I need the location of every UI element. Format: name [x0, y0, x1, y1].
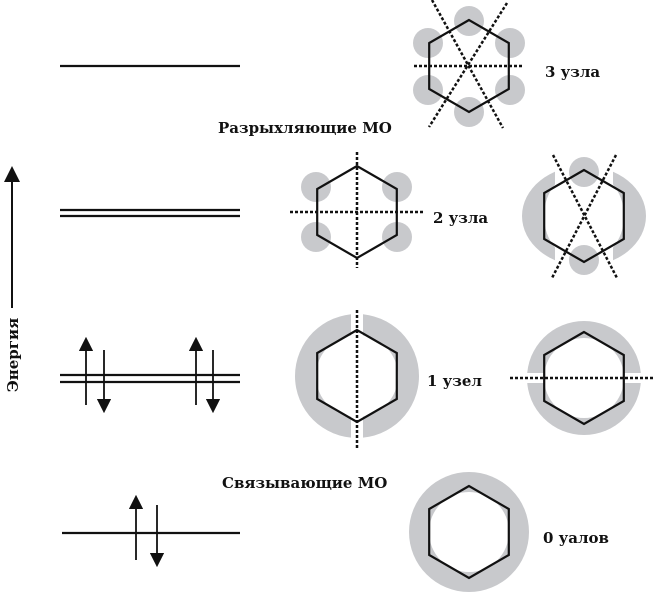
nodal-plane — [551, 154, 619, 279]
orbital-lobe — [495, 75, 525, 105]
nodal-plane — [427, 2, 509, 128]
nodal-plane — [550, 154, 618, 279]
orbital-lobe — [301, 172, 331, 202]
nodes-label-1: 1 узел — [427, 372, 482, 390]
bonding-label: Связывающие МО — [222, 474, 387, 492]
orbital-lobe — [569, 245, 599, 275]
orbital-lobe — [569, 157, 599, 187]
orbital-lobe — [382, 222, 412, 252]
orbital-lobe — [413, 75, 443, 105]
energy-axis-label: Энергия — [4, 318, 22, 392]
benzene-ring — [543, 168, 625, 264]
benzene-ring — [428, 18, 510, 114]
benzene-ring — [543, 330, 625, 426]
antibonding-label: Разрыхляющие МО — [218, 119, 392, 137]
orbital-lobe — [413, 28, 443, 58]
nodal-plane — [430, 0, 505, 129]
nodes-label-0: 0 уалов — [543, 529, 609, 547]
orbital-cutout — [544, 338, 624, 418]
orbital-lobe — [301, 222, 331, 252]
orbital-lobe — [382, 172, 412, 202]
orbital-cutout — [429, 492, 509, 572]
nodes-label-2: 2 узла — [433, 209, 488, 227]
benzene-ring — [428, 484, 510, 580]
nodes-label-3: 3 узла — [545, 63, 600, 81]
orbital-lobe — [495, 28, 525, 58]
